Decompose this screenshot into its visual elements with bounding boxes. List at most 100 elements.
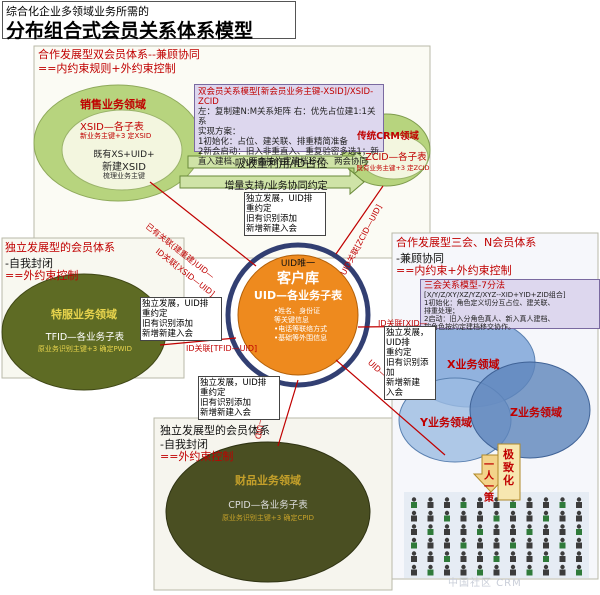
person-icon-head <box>510 510 516 516</box>
person-icon-head <box>477 564 483 570</box>
text-box-line: 重约定 <box>200 388 226 398</box>
person-icon-body <box>543 529 549 535</box>
tf-domain-tfid: TFID—各业务子表 <box>45 332 125 343</box>
person-icon-body <box>477 529 483 535</box>
triple-model-box: 三会关系模型-7分法 [X/Y/Z/XY/XZ/YZ/XYZ--XID+YID+… <box>420 279 600 331</box>
center-top-label: UID唯一 <box>280 259 316 269</box>
person-icon-body <box>543 569 549 576</box>
right-panel-title2: -兼顾协同 <box>396 252 444 265</box>
person-icon-head <box>411 497 417 502</box>
optimal-label: 极致化 <box>503 448 514 487</box>
person-icon-body <box>543 542 549 549</box>
person-icon-body <box>510 529 516 535</box>
person-icon-body <box>559 529 566 535</box>
person-icon-body <box>427 569 434 576</box>
person-icon-body <box>427 556 434 562</box>
person-icon-head <box>411 510 417 516</box>
triple-model-line: 1初始化：角色定义切分互占位、建关联、 <box>424 299 555 307</box>
person-icon-body <box>411 556 417 562</box>
center-item: 等关键信息 <box>274 316 309 324</box>
right-panel-title1: 合作发展型三会、N会员体系 <box>396 236 537 249</box>
person-icon-head <box>576 537 582 543</box>
dual-model-line: 1初始化：占位、建关联、排重精简准备 <box>198 137 348 147</box>
person-icon-body <box>526 515 533 522</box>
person-icon-head <box>494 510 499 516</box>
person-icon-head <box>494 551 499 556</box>
person-icon-body <box>444 542 450 549</box>
person-icon-head <box>461 564 466 570</box>
person-icon-head <box>461 537 466 543</box>
person-icon-head <box>444 524 450 529</box>
text-box-4: 独立发展， UID排 重约定 旧有识别添加 新增新建 入会 <box>384 326 436 400</box>
person-icon-body <box>427 515 434 522</box>
x-domain-label: X业务领域 <box>447 358 500 371</box>
person-icon-body <box>526 502 533 508</box>
text-box-3: 独立发展，UID排 重约定 旧有识别添加 新增新建入会 <box>198 376 280 420</box>
person-icon-head <box>576 551 582 556</box>
person-icon-body <box>444 529 450 535</box>
left-panel-title3: ==外约束控制 <box>5 269 79 282</box>
sales-inner <box>61 109 183 191</box>
support-label: 增量支持/业务协同约定 <box>224 181 328 192</box>
watermark: 中国社区 CRM <box>448 578 522 589</box>
person-icon-head <box>494 524 499 529</box>
person-icon-body <box>510 502 516 508</box>
sales-domain-name: 销售业务领域 <box>80 98 146 111</box>
person-icon-body <box>427 529 434 535</box>
person-icon-head <box>461 524 466 529</box>
person-icon-body <box>576 556 582 562</box>
link-label-tfid: ID关联[TFID—UID] <box>186 344 258 353</box>
person-icon-body <box>460 529 467 535</box>
person-icon-head <box>560 551 565 556</box>
person-icon-head <box>543 497 549 502</box>
person-icon-body <box>543 502 549 508</box>
person-icon-body <box>526 542 533 549</box>
person-icon-body <box>510 569 516 576</box>
person-icon-head <box>560 564 565 570</box>
bottom-panel-title2: -自我封闭 <box>160 438 208 451</box>
person-icon-head <box>527 497 532 502</box>
text-box-1: 独立发展，UID排 重约定 旧有识别添加 新增新建入会 <box>244 192 326 236</box>
text-box-line: 旧有识别添加 <box>200 398 252 408</box>
y-domain-label: Y业务领域 <box>420 416 472 429</box>
person-icon-body <box>526 529 533 535</box>
dual-model-line: 2新会启动：旧入非重直入、重复验密多选1；新 <box>198 147 379 157</box>
person-icon-head <box>444 564 450 570</box>
z-domain-ellipse <box>469 361 591 459</box>
person-icon-body <box>411 542 417 549</box>
person-icon-body <box>559 542 566 549</box>
person-icon-head <box>576 564 582 570</box>
center-item: •电话等联络方式 <box>274 325 328 333</box>
sales-xsid-note: 新业务主键+3 定XSID <box>80 132 152 140</box>
person-icon-body <box>411 529 417 535</box>
person-icon-head <box>576 510 582 516</box>
text-box-line: 新增新建入会 <box>142 329 194 339</box>
person-icon-head <box>461 551 466 556</box>
person-icon-head <box>444 510 450 516</box>
person-icon-head <box>411 524 417 529</box>
person-icon-head <box>576 524 582 529</box>
person-icon-head <box>543 510 549 516</box>
person-icon-head <box>444 497 450 502</box>
center-item: •基础等外围信息 <box>274 334 328 342</box>
person-icon-body <box>444 569 450 576</box>
person-icon-body <box>493 556 500 562</box>
text-box-line: 独立发展， <box>386 328 429 338</box>
sales-new-line2: 新建XSID <box>102 162 146 173</box>
triple-model-line: [X/Y/Z/XY/XZ/YZ/XYZ--XID+YID+ZID组合] <box>424 291 566 299</box>
person-icon-head <box>477 497 483 502</box>
person-icon-body <box>493 529 500 535</box>
person-icon-head <box>510 564 516 570</box>
one-person-label: 一人一策 <box>484 460 494 504</box>
person-icon-head <box>428 551 433 556</box>
z-domain-label: Z业务领域 <box>510 406 562 419</box>
text-box-line: 入会 <box>386 388 404 398</box>
person-icon-head <box>461 510 466 516</box>
absorb-label: 吸收重利用/ID占位 <box>234 157 328 170</box>
person-icon-head <box>510 537 516 543</box>
person-icon-body <box>460 556 467 562</box>
tf-domain-name: 特服业务领域 <box>51 308 117 321</box>
person-icon-body <box>576 502 582 508</box>
person-icon-head <box>527 551 532 556</box>
text-box-line: 独立发展，UID排 <box>246 194 313 204</box>
